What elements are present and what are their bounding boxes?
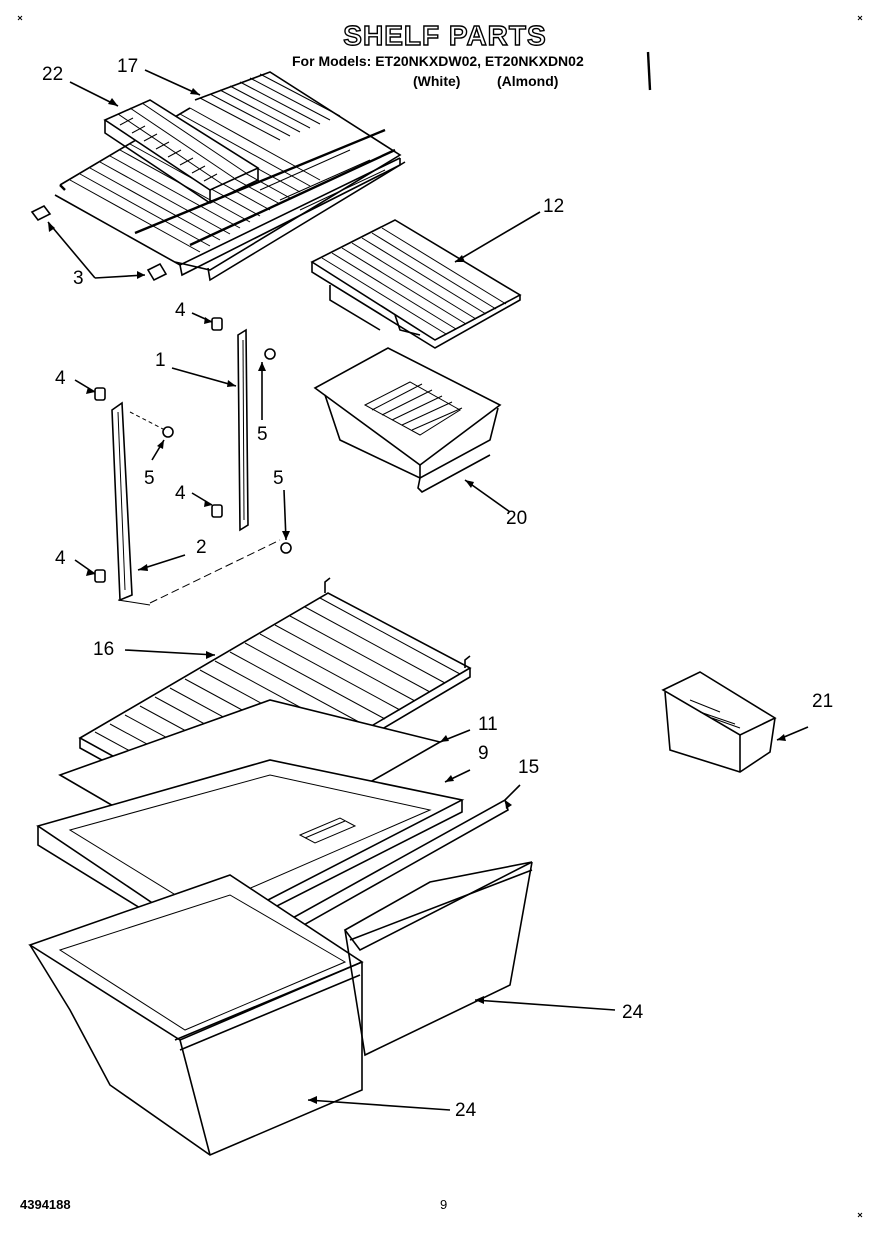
corner-marks (17, 15, 863, 1218)
callout-3: 3 (73, 268, 84, 289)
callout-24-right: 24 (622, 1002, 644, 1023)
callout-22: 22 (42, 64, 64, 85)
callout-5-upper-right: 5 (257, 424, 268, 445)
page-number: 9 (440, 1197, 448, 1212)
part-9-crisper-cover (36, 759, 465, 946)
part-2-ladder (111, 401, 151, 606)
callout-11: 11 (478, 714, 498, 735)
part-4-clips (94, 317, 223, 583)
callout-16: 16 (93, 639, 115, 660)
part-20-keeper-pan (313, 347, 502, 493)
part-1-ladder (237, 328, 249, 532)
callout-4-upper-right: 4 (175, 300, 186, 321)
callout-9: 9 (478, 743, 489, 764)
part-5-screws (129, 348, 292, 604)
part-21-bin (661, 671, 777, 773)
variant-almond-label: (Almond) (497, 73, 559, 89)
callout-21: 21 (812, 691, 834, 712)
callout-4-lower-left: 4 (55, 548, 66, 569)
part-24-crisper-left (28, 874, 364, 1156)
callout-12: 12 (543, 196, 565, 217)
page-title: SHELF PARTS (343, 19, 547, 51)
callout-4-upper-left: 4 (55, 368, 66, 389)
callout-4-lower-right: 4 (175, 483, 186, 504)
callout-24-left: 24 (455, 1100, 477, 1121)
callout-2: 2 (196, 537, 207, 558)
part-22-ice-tray (103, 99, 260, 204)
callout-5-left: 5 (144, 468, 155, 489)
variant-white-label: (White) (413, 73, 461, 89)
document-number: 4394188 (20, 1197, 71, 1212)
part-17-wire-shelf (54, 71, 406, 282)
part-3-end-caps (30, 204, 168, 282)
callout-15: 15 (518, 757, 540, 778)
part-12-keeper-cover (310, 219, 522, 349)
leader-lines (47, 69, 809, 1111)
models-line: For Models: ET20NKXDW02, ET20NKXDN02 (292, 53, 584, 69)
part-24-crisper-right (343, 861, 533, 1057)
callout-17: 17 (117, 56, 139, 77)
callout-20: 20 (506, 508, 528, 529)
callout-5-lower-right: 5 (273, 468, 284, 489)
callout-1: 1 (155, 350, 166, 371)
